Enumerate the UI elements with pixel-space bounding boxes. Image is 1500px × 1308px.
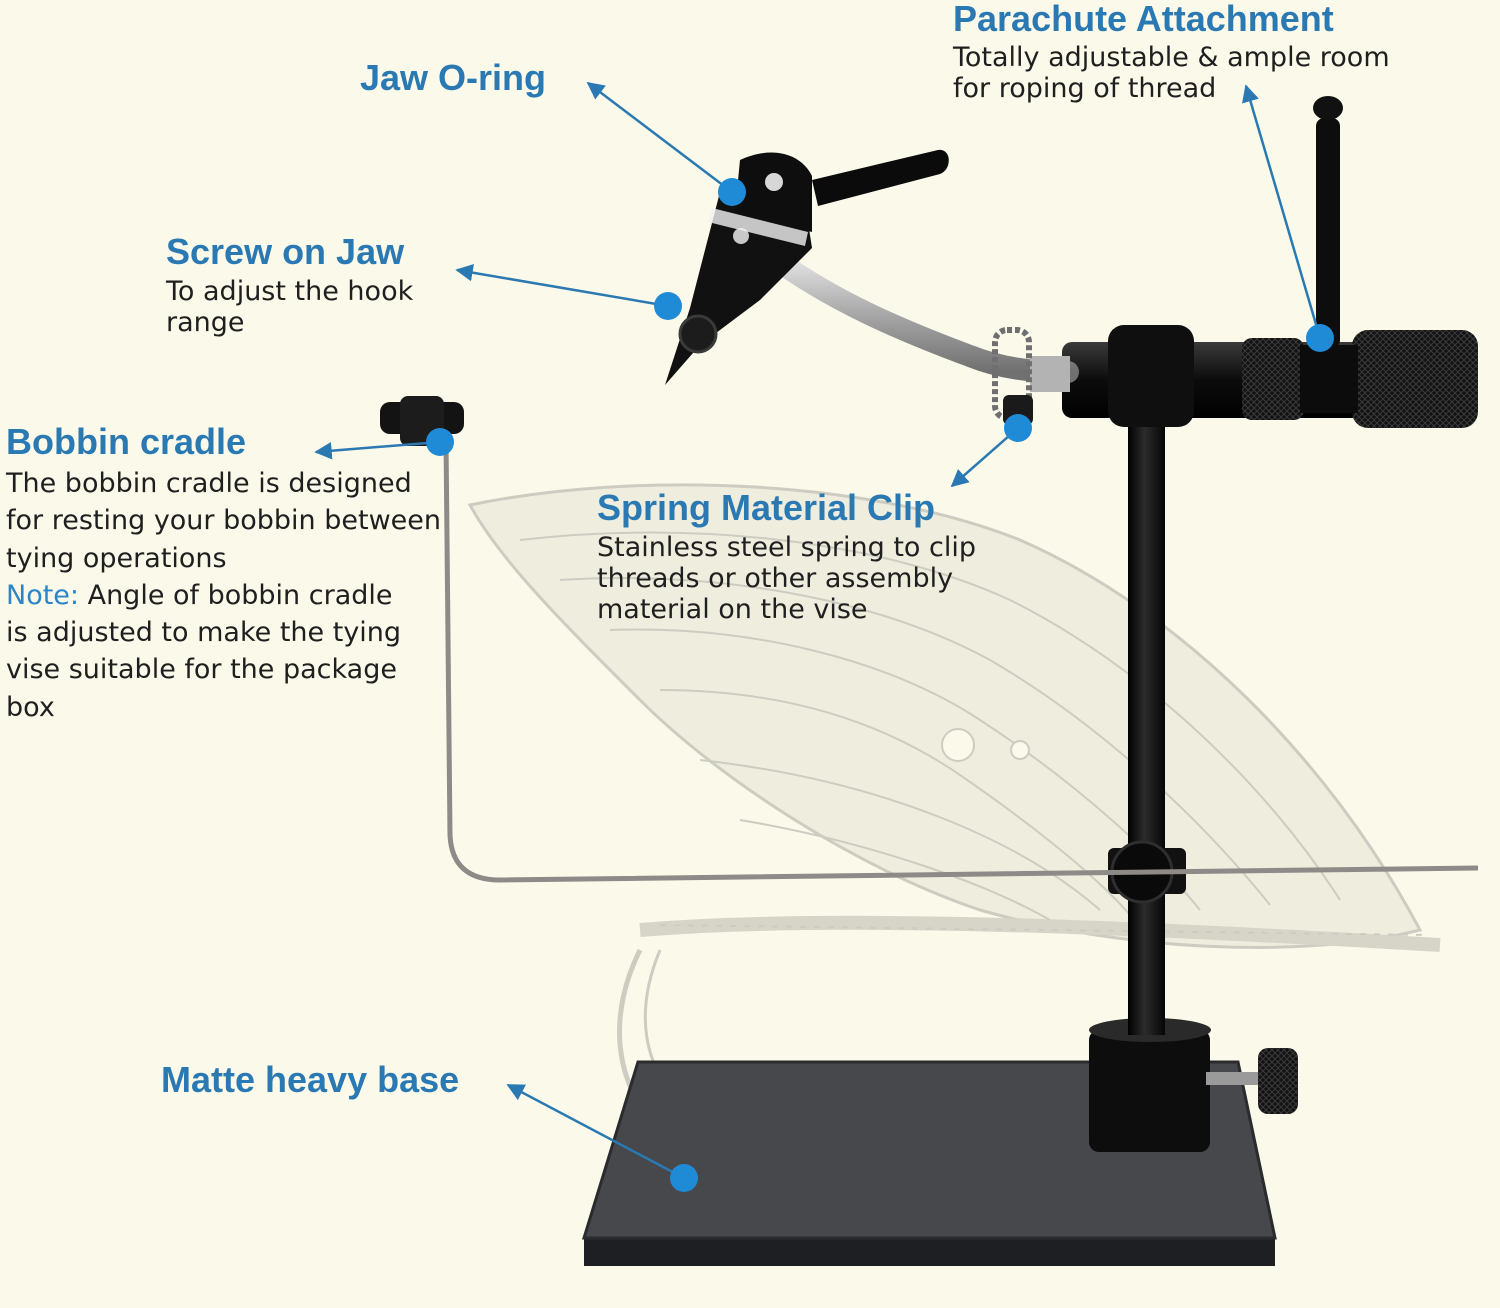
screw-on-jaw-title: Screw on Jaw [166,231,405,272]
note-label: Note: [6,579,80,611]
marker-base [670,1164,698,1192]
bobbin-note-text-1: Angle of bobbin cradle [79,579,393,611]
spring-desc-line-2: threads or other assembly [597,563,954,595]
marker-spring-clip [1004,414,1032,442]
jaw-arm [759,244,1079,425]
screw-on-jaw-description: To adjust the hook range [166,276,413,338]
marker-screw-jaw [654,292,682,320]
spring-material-clip-title: Spring Material Clip [597,487,936,528]
bobbin-desc-line-1: The bobbin cradle is designed [6,468,412,499]
background-fly-sketch [467,483,1441,1132]
callout-leaders [314,81,1322,1180]
parachute-desc-line-2: for roping of thread [953,73,1217,105]
parachute-attachment-title: Parachute Attachment [953,0,1334,39]
bobbin-cradle-description: The bobbin cradle is designed for restin… [6,465,441,726]
spring-desc-line-1: Stainless steel spring to clip [597,532,976,563]
spring-desc-line-3: material on the vise [597,594,868,626]
bobbin-desc-line-2: for resting your bobbin between [6,505,441,537]
marker-jaw-oring [718,178,746,206]
vise-stem [1089,405,1298,1152]
jaw-oring-title: Jaw O-ring [360,57,547,98]
matte-heavy-base-title: Matte heavy base [161,1059,460,1100]
screw-jaw-desc-line-2: range [166,307,245,339]
jaw [665,149,949,385]
marker-parachute [1306,324,1334,352]
screw-jaw-desc-line-1: To adjust the hook [166,276,414,307]
bobbin-note-line-4: box [6,691,55,723]
marker-bobbin-cradle [426,428,454,456]
parachute-attachment-description: Totally adjustable & ample room for ropi… [953,42,1390,104]
spring-material-clip-description: Stainless steel spring to clip threads o… [597,532,976,625]
bobbin-note-line-2: is adjusted to make the tying [6,617,402,648]
callout-markers [426,178,1334,1192]
vise-head [1062,96,1478,428]
parachute-desc-line-1: Totally adjustable & ample room [953,42,1390,73]
bobbin-desc-line-3: tying operations [6,542,227,574]
bobbin-note-line-1: Note: Angle of bobbin cradle [6,577,441,614]
bobbin-cradle-title: Bobbin cradle [6,421,247,462]
bobbin-note-line-3: vise suitable for the package [6,654,397,686]
bobbin-cradle [380,396,1479,883]
